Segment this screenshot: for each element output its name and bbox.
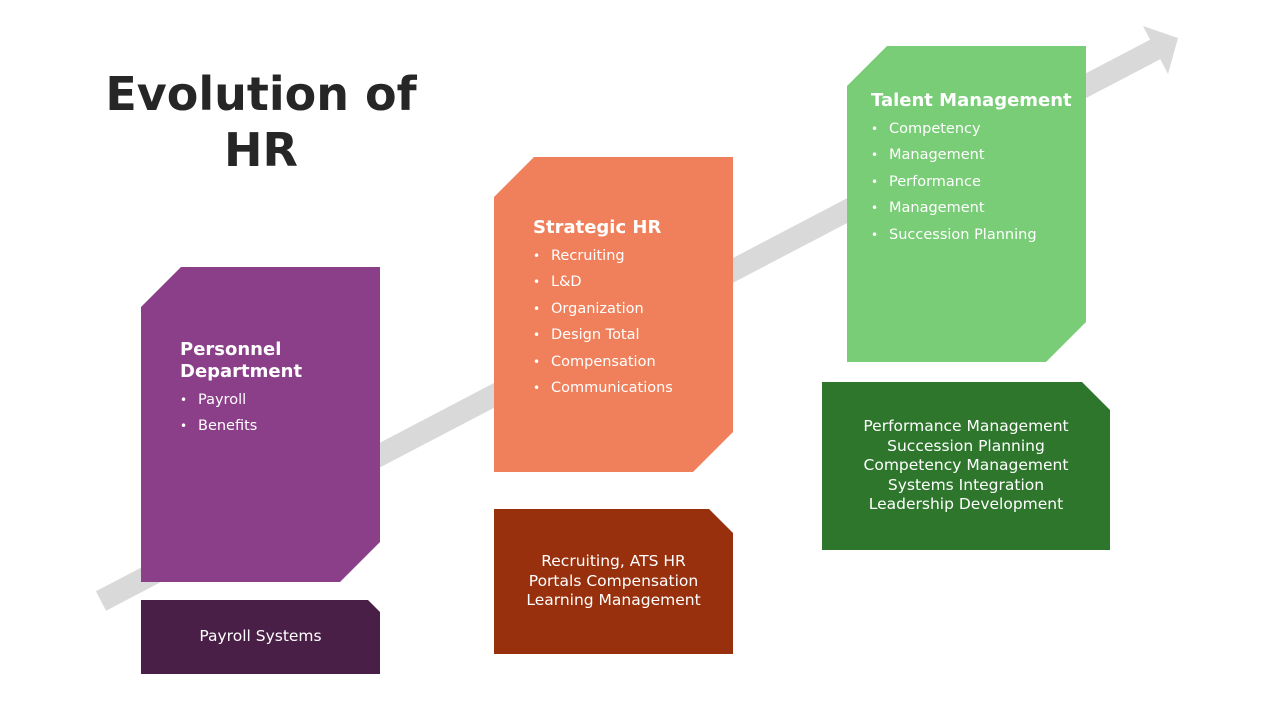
stage-item-list: Payroll Benefits xyxy=(180,387,370,440)
stage-item-list: Recruiting L&D Organization Design Total… xyxy=(533,243,723,402)
stage-item: Management xyxy=(871,195,1081,222)
stage-item: Design Total xyxy=(533,322,723,349)
page-title: Evolution of HR xyxy=(105,67,417,177)
systems-text: Performance Management Succession Planni… xyxy=(863,417,1069,514)
stage-item: L&D xyxy=(533,269,723,296)
stage-item: Compensation xyxy=(533,349,723,376)
stage-item: Organization xyxy=(533,296,723,323)
systems-text: Recruiting, ATS HR Portals Compensation … xyxy=(526,552,701,610)
systems-text: Payroll Systems xyxy=(199,627,322,646)
stage-item-list: Competency Management Performance Manage… xyxy=(871,116,1081,248)
stage-card-strategic-hr: Strategic HR Recruiting L&D Organization… xyxy=(494,157,733,472)
stage-heading: Personnel Department xyxy=(180,339,303,382)
growth-arrow-head xyxy=(1143,26,1178,74)
stage-item: Performance xyxy=(871,169,1081,196)
systems-box-recruiting: Recruiting, ATS HR Portals Compensation … xyxy=(494,509,733,654)
systems-box-payroll: Payroll Systems xyxy=(141,600,380,674)
stage-item: Succession Planning xyxy=(871,222,1081,249)
stage-item: Payroll xyxy=(180,387,370,414)
stage-item: Management xyxy=(871,142,1081,169)
stage-heading: Talent Management xyxy=(871,90,1072,111)
stage-card-talent-management: Talent Management Competency Management … xyxy=(847,46,1086,362)
stage-item: Communications xyxy=(533,375,723,402)
stage-item: Benefits xyxy=(180,413,370,440)
stage-item: Recruiting xyxy=(533,243,723,270)
stage-heading: Strategic HR xyxy=(533,217,662,238)
systems-box-talent: Performance Management Succession Planni… xyxy=(822,382,1110,550)
stage-card-personnel-department: Personnel Department Payroll Benefits xyxy=(141,267,380,582)
stage-item: Competency xyxy=(871,116,1081,143)
